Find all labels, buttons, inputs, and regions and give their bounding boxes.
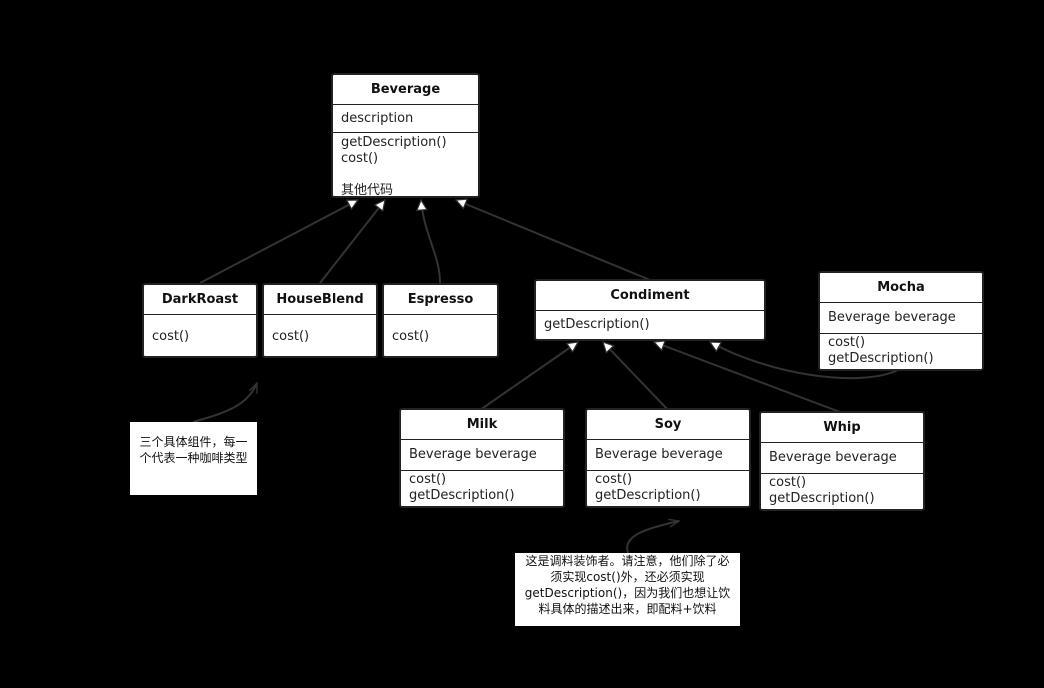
method: getDescription() bbox=[341, 135, 447, 150]
method: getDescription() bbox=[409, 488, 515, 503]
methods: getDescription() cost() 其他代码 bbox=[333, 133, 478, 198]
class-milk[interactable]: Milk Beverage beverage cost() getDescrip… bbox=[399, 408, 565, 508]
class-darkroast[interactable]: DarkRoast cost() bbox=[142, 283, 258, 358]
method: getDescription() bbox=[544, 317, 650, 332]
link-espresso-beverage bbox=[421, 200, 441, 284]
methods: cost() getDescription() bbox=[761, 474, 923, 507]
class-name: HouseBlend bbox=[264, 285, 376, 315]
class-name: Espresso bbox=[384, 285, 497, 315]
attributes: Beverage beverage bbox=[587, 440, 749, 471]
class-name: Milk bbox=[401, 410, 563, 440]
methods: getDescription() bbox=[536, 311, 764, 333]
link-houseblend-beverage bbox=[319, 200, 385, 284]
class-name: DarkRoast bbox=[144, 285, 256, 315]
class-beverage[interactable]: Beverage description getDescription() co… bbox=[331, 73, 480, 198]
class-name: Beverage bbox=[333, 75, 478, 105]
attribute: Beverage beverage bbox=[595, 447, 723, 462]
method: getDescription() bbox=[828, 351, 934, 366]
method: cost() bbox=[272, 329, 310, 344]
link-condiment-beverage bbox=[456, 200, 651, 281]
attribute: Beverage beverage bbox=[409, 447, 537, 462]
methods: cost() bbox=[144, 315, 256, 345]
attributes: description bbox=[333, 105, 478, 133]
method: cost() bbox=[595, 472, 633, 487]
methods: cost() bbox=[384, 315, 497, 345]
attributes: Beverage beverage bbox=[761, 443, 923, 474]
attributes: Beverage beverage bbox=[820, 303, 982, 334]
method bbox=[341, 167, 470, 183]
class-whip[interactable]: Whip Beverage beverage cost() getDescrip… bbox=[759, 411, 925, 511]
link-note-components bbox=[192, 383, 258, 423]
methods: cost() getDescription() bbox=[401, 471, 563, 504]
class-mocha[interactable]: Mocha Beverage beverage cost() getDescri… bbox=[818, 271, 984, 371]
methods: cost() bbox=[264, 315, 376, 345]
method: 其他代码 bbox=[341, 183, 394, 198]
note-concrete-components: 三个具体组件，每一个代表一种咖啡类型 bbox=[130, 422, 257, 495]
class-houseblend[interactable]: HouseBlend cost() bbox=[262, 283, 378, 358]
class-name: Whip bbox=[761, 413, 923, 443]
link-mocha-condiment bbox=[710, 341, 899, 380]
class-name: Mocha bbox=[820, 273, 982, 303]
attribute: description bbox=[341, 111, 414, 126]
note-condiment-decorators: 这是调料装饰者。请注意，他们除了必须实现cost()外，还必须实现getDesc… bbox=[515, 553, 740, 626]
class-name: Soy bbox=[587, 410, 749, 440]
attribute: Beverage beverage bbox=[769, 450, 897, 465]
link-darkroast-beverage bbox=[199, 199, 358, 284]
class-condiment[interactable]: Condiment getDescription() bbox=[534, 279, 766, 341]
methods: cost() getDescription() bbox=[587, 471, 749, 504]
attribute: Beverage beverage bbox=[828, 310, 956, 325]
method: getDescription() bbox=[769, 491, 875, 506]
attributes: Beverage beverage bbox=[401, 440, 563, 471]
method: cost() bbox=[769, 475, 807, 490]
method: cost() bbox=[392, 329, 430, 344]
method: cost() bbox=[409, 472, 447, 487]
class-soy[interactable]: Soy Beverage beverage cost() getDescript… bbox=[585, 408, 751, 508]
link-whip-condiment bbox=[654, 342, 841, 413]
methods: cost() getDescription() bbox=[820, 334, 982, 367]
method: cost() bbox=[152, 329, 190, 344]
link-milk-condiment bbox=[479, 341, 578, 411]
class-espresso[interactable]: Espresso cost() bbox=[382, 283, 499, 358]
method: cost() bbox=[341, 151, 379, 166]
link-soy-condiment bbox=[603, 342, 669, 411]
link-note-decorators bbox=[626, 521, 679, 554]
class-name: Condiment bbox=[536, 281, 764, 311]
method: cost() bbox=[828, 335, 866, 350]
method: getDescription() bbox=[595, 488, 701, 503]
